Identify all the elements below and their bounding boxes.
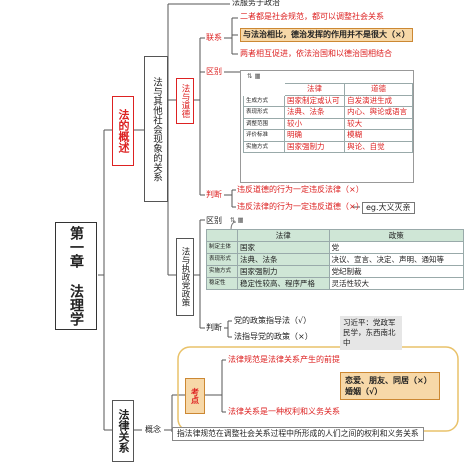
row-law: 国家强制力 bbox=[237, 265, 330, 278]
row-law: 较小 bbox=[283, 117, 346, 130]
table-row: 调整范围 较小 较大 bbox=[243, 117, 413, 130]
row-policy: 党纪制裁 bbox=[328, 265, 465, 278]
branch-legal-relation: 法律关系 bbox=[112, 400, 134, 462]
row-policy: 党 bbox=[328, 241, 465, 254]
row-key: 实施方式 bbox=[243, 140, 285, 153]
difference-label-morality: 区别 bbox=[206, 67, 222, 76]
law-policy-label: 法与执政党政策 bbox=[180, 247, 190, 307]
row-policy: 灵活性较大 bbox=[328, 277, 465, 290]
table-row: 评价标准 明确 模糊 bbox=[243, 129, 413, 142]
conn-item-3: 两者相互促进，依法治国和以德治国相结合 bbox=[240, 49, 392, 58]
exam-point-label: 考点 bbox=[190, 388, 200, 404]
row-moral: 内心、舆论或语言 bbox=[344, 106, 413, 119]
header-cell: 法律 bbox=[237, 229, 330, 242]
judge-policy-item-2: 法指导党的政策（×） bbox=[234, 332, 313, 341]
row-law: 国家制定或认可 bbox=[283, 94, 346, 107]
relation-subtitle: 法与其他社会现象的关系 bbox=[144, 56, 168, 202]
row-law: 法典、法条 bbox=[283, 106, 346, 119]
row-key: 表现形式 bbox=[206, 253, 238, 266]
row-key: 制定主体 bbox=[206, 241, 238, 254]
table-row: 实施方式 国家强制力 党纪制裁 bbox=[206, 265, 465, 278]
exam-item-2: 法律关系是一种权利和义务关系 bbox=[228, 407, 340, 416]
judge-morality-item-1: 违反道德的行为一定违反法律（×） bbox=[237, 185, 364, 194]
top-clipped-text: 法服务于政治 bbox=[232, 0, 280, 7]
judge-label-morality: 判断 bbox=[206, 190, 222, 199]
morality-table: 法律 道德 生成方式 国家制定或认可 自发演进生成 表现形式 法典、法条 内心、… bbox=[243, 83, 413, 153]
branch-law-overview-label: 法的概述 bbox=[117, 109, 130, 153]
table-row: 表现形式 法典、法条 决议、宣言、决定、声明、通知等 bbox=[206, 253, 465, 266]
judge-morality-item-2: 违反法律的行为一定违反道德（×） bbox=[237, 202, 364, 211]
row-moral: 舆论、自觉 bbox=[344, 140, 413, 153]
exam-point-node: 考点 bbox=[185, 378, 205, 414]
law-morality-node: 法与道德 bbox=[176, 78, 194, 124]
judge-label-policy: 判断 bbox=[206, 323, 222, 332]
table-header-row: 法律 政策 bbox=[206, 229, 465, 242]
row-law: 稳定性较高、程序严格 bbox=[237, 277, 330, 290]
main-title-text: 第一章 法理学 bbox=[68, 226, 84, 326]
header-cell: 法律 bbox=[283, 83, 346, 96]
difference-label-policy: 区别 bbox=[206, 216, 222, 225]
main-title: 第一章 法理学 bbox=[55, 222, 97, 330]
table-row: 稳定性 稳定性较高、程序严格 灵活性较大 bbox=[206, 277, 465, 290]
row-law: 国家强制力 bbox=[283, 140, 346, 153]
relation-subtitle-text: 法与其他社会现象的关系 bbox=[151, 76, 162, 182]
row-law: 法典、法条 bbox=[237, 253, 330, 266]
exam-item-3: 恋爱、朋友、同居（×）婚姻（√） bbox=[340, 372, 440, 400]
table-row: 制定主体 国家 党 bbox=[206, 241, 465, 254]
header-cell: 道德 bbox=[344, 83, 413, 96]
table-header-row: 法律 道德 bbox=[243, 83, 413, 96]
policy-table: 法律 政策 制定主体 国家 党 表现形式 法典、法条 决议、宣言、决定、声明、通… bbox=[206, 229, 465, 290]
morality-table-wrap: ⇅ ▦ 法律 道德 生成方式 国家制定或认可 自发演进生成 表现形式 法典、法条… bbox=[240, 70, 414, 183]
header-cell bbox=[243, 83, 285, 96]
table-row: 实施方式 国家强制力 舆论、自觉 bbox=[243, 140, 413, 153]
row-key: 表现形式 bbox=[243, 106, 285, 119]
row-key: 生成方式 bbox=[243, 94, 285, 107]
header-cell: 政策 bbox=[328, 229, 465, 242]
branch-legal-relation-label: 法律关系 bbox=[117, 409, 130, 453]
judge-policy-item-1: 党的政策指导法（√） bbox=[234, 316, 312, 325]
concept-label: 概念 bbox=[145, 425, 161, 434]
row-key: 评价标准 bbox=[243, 129, 285, 142]
exam-item-1: 法律规范是法律关系产生的前提 bbox=[228, 355, 340, 364]
row-moral: 较大 bbox=[344, 117, 413, 130]
table-row: 生成方式 国家制定或认可 自发演进生成 bbox=[243, 94, 413, 107]
row-moral: 模糊 bbox=[344, 129, 413, 142]
judge-morality-note: eg.大义灭亲 bbox=[362, 202, 415, 214]
table-row: 表现形式 法典、法条 内心、舆论或语言 bbox=[243, 106, 413, 119]
row-law: 明确 bbox=[283, 129, 346, 142]
law-policy-node: 法与执政党政策 bbox=[176, 238, 194, 316]
connection-label: 联系 bbox=[206, 33, 222, 42]
conn-item-2: 与法治相比，德治发挥的作用并不是很大（×） bbox=[240, 28, 413, 42]
branch-law-overview: 法的概述 bbox=[112, 96, 134, 166]
header-cell bbox=[206, 229, 238, 242]
conn-item-1: 二者都是社会规范，都可以调整社会关系 bbox=[240, 12, 384, 21]
concept-definition: 指法律规范在调整社会关系过程中所形成的人们之间的权利和义务关系 bbox=[172, 427, 424, 441]
judge-policy-note: 习近平：党政军民学，东西南北中 bbox=[340, 316, 402, 350]
row-key: 调整范围 bbox=[243, 117, 285, 130]
row-law: 国家 bbox=[237, 241, 330, 254]
table-options-icon: ⇅ ▦ bbox=[247, 72, 261, 80]
row-key: 实施方式 bbox=[206, 265, 238, 278]
row-moral: 自发演进生成 bbox=[344, 94, 413, 107]
row-policy: 决议、宣言、决定、声明、通知等 bbox=[328, 253, 465, 266]
law-morality-label: 法与道德 bbox=[180, 84, 190, 118]
row-key: 稳定性 bbox=[206, 277, 238, 290]
table-options-icon: ⇅ ▦ bbox=[230, 216, 244, 224]
